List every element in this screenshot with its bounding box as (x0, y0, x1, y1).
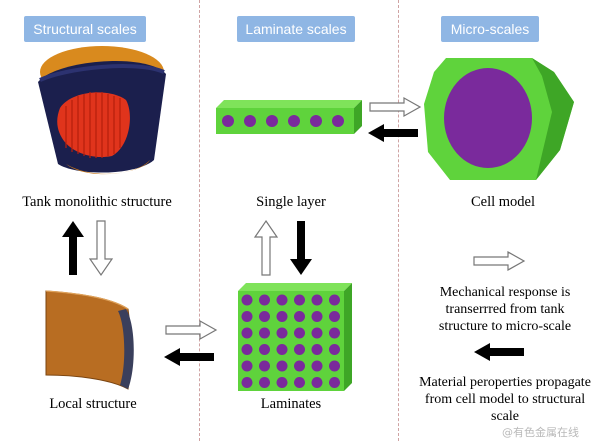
legend-hollow-arrow-text: Mechanical response is transerrred from … (438, 285, 572, 334)
column-divider-right (398, 0, 399, 441)
laminate-fiber-dot (241, 294, 253, 306)
laminates-illustration (238, 283, 352, 391)
laminate-fiber-dot (329, 327, 340, 339)
laminate-fiber-dot (329, 377, 340, 388)
label-single-layer: Single layer (256, 194, 326, 210)
solid-left-arrow-layer (368, 124, 418, 142)
laminate-fiber-dot (311, 377, 323, 388)
legend-solid-arrow (474, 343, 524, 361)
laminate-fiber-dot (241, 377, 253, 388)
watermark: @有色金属在线 (502, 426, 579, 439)
laminate-fiber-dot (241, 311, 253, 322)
laminate-fiber-dot (259, 327, 270, 339)
solid-up-arrow (62, 221, 84, 275)
single-layer-illustration (216, 100, 362, 134)
laminate-fiber-dot (259, 344, 270, 355)
laminate-fiber-dot (276, 294, 288, 306)
laminate-fiber-dot (329, 360, 340, 372)
laminate-fiber-dot (329, 294, 340, 306)
laminate-fiber-dot (276, 311, 288, 322)
laminate-fiber-dot (311, 344, 323, 355)
laminate-fiber-dot (241, 360, 253, 372)
label-laminates: Laminates (260, 396, 322, 412)
laminate-fiber-dot (241, 344, 253, 355)
laminate-fiber-dot (311, 311, 323, 322)
hollow-right-arrow-laminates (165, 319, 218, 341)
label-cell-model: Cell model (470, 194, 536, 210)
local-structure-illustration (45, 290, 134, 390)
solid-down-arrow (290, 221, 312, 275)
laminate-fiber-dot (311, 360, 323, 372)
laminate-fiber-dot (276, 327, 288, 339)
laminate-fiber-dot (276, 360, 288, 372)
tank-structure-illustration (38, 46, 166, 175)
header-laminate-scales: Laminate scales (237, 16, 355, 42)
hollow-right-arrow-cell (369, 96, 422, 118)
legend-solid-arrow-text: Material peroperties propagate from cell… (419, 375, 591, 424)
laminate-fiber-dot (259, 377, 270, 388)
label-tank-monolithic-structure: Tank monolithic structure (22, 194, 172, 210)
laminate-fiber-dot (259, 311, 270, 322)
laminate-fiber-dot (259, 294, 270, 306)
laminate-fiber-dot (259, 360, 270, 372)
hollow-down-arrow (88, 220, 114, 277)
label-local-structure: Local structure (49, 396, 137, 412)
laminate-fiber-dot (276, 344, 288, 355)
laminate-fiber-dot (311, 294, 323, 306)
laminate-fiber-dot (294, 344, 305, 355)
header-micro-scales: Micro-scales (441, 16, 539, 42)
column-divider-left (199, 0, 200, 441)
laminate-fiber-dot (294, 294, 305, 306)
cell-model-illustration (424, 58, 574, 180)
laminate-fiber-dot (294, 311, 305, 322)
header-structural-scales: Structural scales (24, 16, 146, 42)
laminate-fiber-dot (294, 327, 305, 339)
laminate-fiber-dot (294, 377, 305, 388)
hollow-up-arrow (253, 219, 279, 276)
laminate-fiber-dot (241, 327, 253, 339)
laminate-fiber-dot (329, 311, 340, 322)
solid-left-arrow-local (164, 348, 214, 366)
laminate-fiber-dot (329, 344, 340, 355)
laminate-fiber-dot (294, 360, 305, 372)
legend-hollow-arrow (473, 250, 526, 272)
laminate-fiber-dot (276, 377, 288, 388)
laminate-fiber-dot (311, 327, 323, 339)
